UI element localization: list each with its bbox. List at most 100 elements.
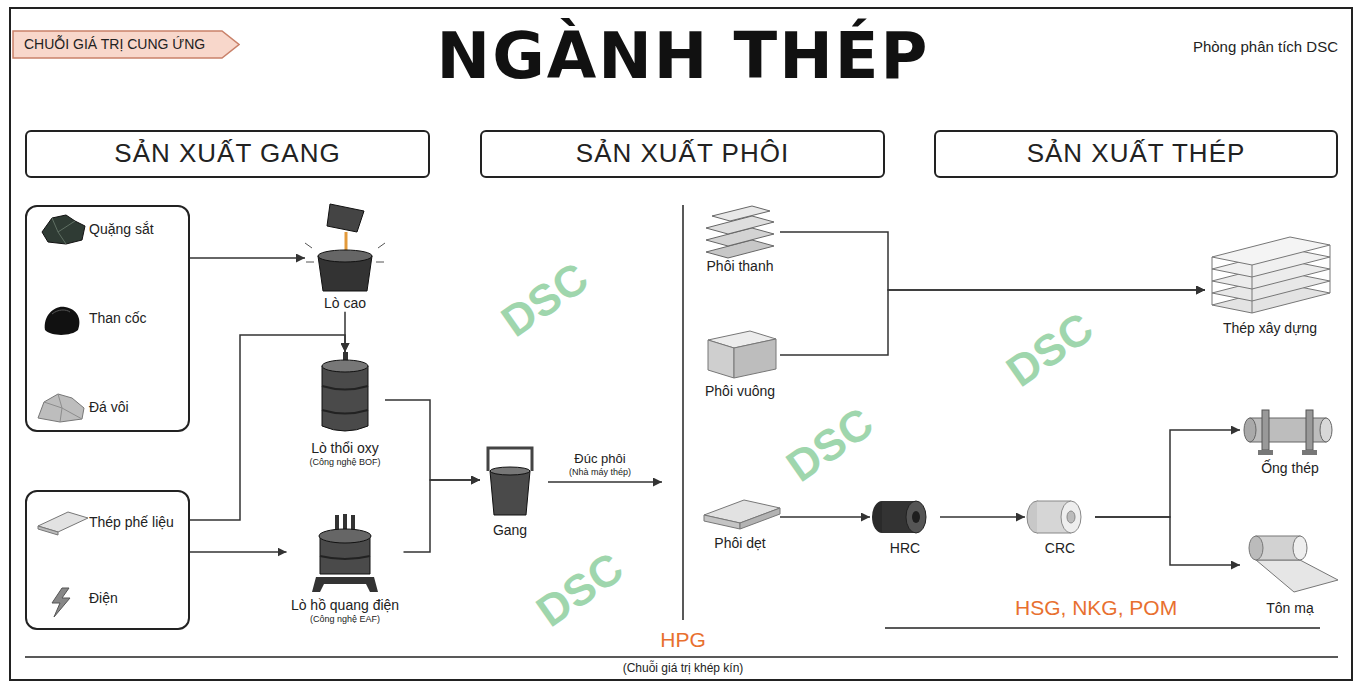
frame bbox=[682, 205, 684, 620]
product-node: HRC bbox=[870, 495, 940, 557]
chain-note: (Chuỗi giá trị khép kín) bbox=[623, 661, 744, 675]
blast-furnace-icon bbox=[318, 250, 372, 262]
flow-arrow bbox=[190, 257, 305, 259]
node-label: Lò hồ quang điện bbox=[287, 597, 404, 614]
stage-header: SẢN XUẤT PHÔI bbox=[480, 130, 885, 178]
electricity-icon bbox=[52, 588, 70, 617]
node-label: Than cốc bbox=[89, 310, 147, 327]
iron-ore-icon bbox=[42, 215, 85, 244]
node-sublabel: (Công nghệ EAF) bbox=[287, 614, 404, 625]
watermark: DSC bbox=[492, 252, 598, 349]
steel-pipe-icon bbox=[1258, 450, 1273, 455]
input-item: Điện bbox=[37, 590, 118, 607]
tag-ribbon bbox=[13, 31, 239, 58]
limestone-icon bbox=[38, 394, 84, 422]
steel-pipe-icon bbox=[1250, 418, 1326, 442]
hot-rolled-coil-icon bbox=[906, 501, 926, 533]
furnace-node: Lò cao bbox=[305, 200, 385, 312]
frame bbox=[885, 627, 1320, 629]
product-node: Phôi dẹt bbox=[700, 490, 780, 552]
furnace-node: Lò thổi oxy(Công nghệ BOF) bbox=[305, 352, 385, 468]
watermark: DSC bbox=[777, 397, 883, 494]
rebar-stack-icon bbox=[1212, 237, 1330, 313]
furnace-node: Lò hồ quang điện(Công nghệ EAF) bbox=[287, 512, 404, 625]
cold-rolled-coil-icon bbox=[1037, 501, 1071, 502]
node-label: Ống thép bbox=[1240, 460, 1340, 477]
input-item: Than cốc bbox=[37, 310, 147, 327]
blast-furnace-icon bbox=[327, 204, 364, 232]
slab-icon bbox=[704, 515, 740, 529]
flow-arrow bbox=[190, 335, 345, 520]
frame bbox=[10, 8, 1352, 680]
flow-arrow bbox=[385, 400, 480, 480]
arrow-label: Đúc phôi bbox=[574, 451, 625, 467]
ladle-icon bbox=[490, 471, 530, 515]
input-item: Đá vôi bbox=[37, 399, 129, 416]
iron-ore-icon bbox=[58, 221, 75, 232]
product-node: Thép xây dựng bbox=[1205, 225, 1335, 337]
node-label: Phôi dẹt bbox=[700, 535, 780, 552]
flow-arrow bbox=[780, 232, 1205, 290]
cold-rolled-coil-icon bbox=[1061, 501, 1081, 533]
node-label: Lò cao bbox=[305, 295, 385, 312]
steel-pipe-icon bbox=[1244, 410, 1332, 455]
billet-icon bbox=[706, 206, 774, 258]
oxygen-converter-icon bbox=[322, 366, 368, 431]
blast-furnace-icon bbox=[305, 204, 385, 291]
watermark: DSC bbox=[997, 302, 1103, 399]
steel-pipe-icon bbox=[1244, 418, 1256, 442]
bloom-icon bbox=[734, 339, 776, 378]
bloom-icon bbox=[708, 331, 776, 378]
node-label: Điện bbox=[89, 590, 118, 607]
input-group: Thép phế liệuĐiện bbox=[25, 490, 190, 630]
flow-arrow bbox=[940, 516, 1025, 518]
product-node: CRC bbox=[1025, 495, 1095, 557]
steel-pipe-icon bbox=[1306, 410, 1313, 450]
hot-rolled-coil-icon bbox=[912, 511, 920, 523]
oxygen-converter-icon bbox=[322, 410, 368, 414]
flow-arrow bbox=[190, 551, 287, 553]
blast-furnace-icon bbox=[378, 243, 385, 248]
product-node: Phôi vuông bbox=[700, 328, 780, 400]
billet-icon bbox=[712, 206, 770, 221]
coke-icon bbox=[45, 307, 80, 335]
frame bbox=[25, 656, 1338, 658]
node-label: Gang bbox=[480, 522, 540, 539]
coated-sheet-icon bbox=[1256, 560, 1338, 592]
electric-arc-furnace-icon bbox=[319, 529, 371, 543]
frame bbox=[10, 8, 1352, 680]
title: NGÀNH THÉP bbox=[437, 20, 930, 94]
stage-header: SẢN XUẤT THÉP bbox=[934, 130, 1338, 178]
node-label: CRC bbox=[1025, 540, 1095, 557]
casting-arrow bbox=[548, 482, 662, 483]
electric-arc-furnace-icon bbox=[320, 556, 370, 559]
oxygen-converter-icon bbox=[322, 386, 368, 390]
ladle-icon bbox=[488, 448, 532, 515]
node-sublabel: (Công nghệ BOF) bbox=[305, 457, 385, 468]
cold-rolled-coil-icon bbox=[1067, 511, 1075, 523]
node-label: Thép xây dựng bbox=[1205, 320, 1335, 337]
stage-header: SẢN XUẤT GANG bbox=[25, 130, 430, 178]
flow-arrow bbox=[1095, 517, 1240, 565]
bloom-icon bbox=[708, 340, 734, 378]
steel-pipe-icon bbox=[1262, 410, 1269, 450]
node-label: SẢN XUẤT PHÔI bbox=[576, 138, 789, 169]
rebar-stack-icon bbox=[1212, 245, 1330, 313]
electricity-icon bbox=[52, 588, 70, 617]
section-tag: CHUỖI GIÁ TRỊ CUNG ỨNG bbox=[12, 30, 239, 59]
coated-sheet-icon bbox=[1293, 536, 1307, 560]
input-group: Quặng sắtThan cốcĐá vôi bbox=[25, 205, 190, 432]
limestone-icon bbox=[58, 394, 82, 419]
node-label: Lò thổi oxy bbox=[305, 440, 385, 457]
product-node: Phôi thanh bbox=[700, 203, 780, 275]
electric-arc-furnace-icon bbox=[312, 514, 378, 592]
node-label: Tôn mạ bbox=[1240, 600, 1340, 617]
electric-arc-furnace-icon bbox=[312, 577, 378, 592]
product-node: Ống thép bbox=[1240, 395, 1340, 477]
arrow-note: (Nhà máy thép) bbox=[569, 467, 631, 478]
company-label: HSG, NKG, POM bbox=[1015, 595, 1177, 620]
coated-sheet-icon bbox=[1249, 536, 1338, 592]
company-label: HPG bbox=[660, 627, 706, 652]
slab-icon bbox=[740, 508, 780, 529]
